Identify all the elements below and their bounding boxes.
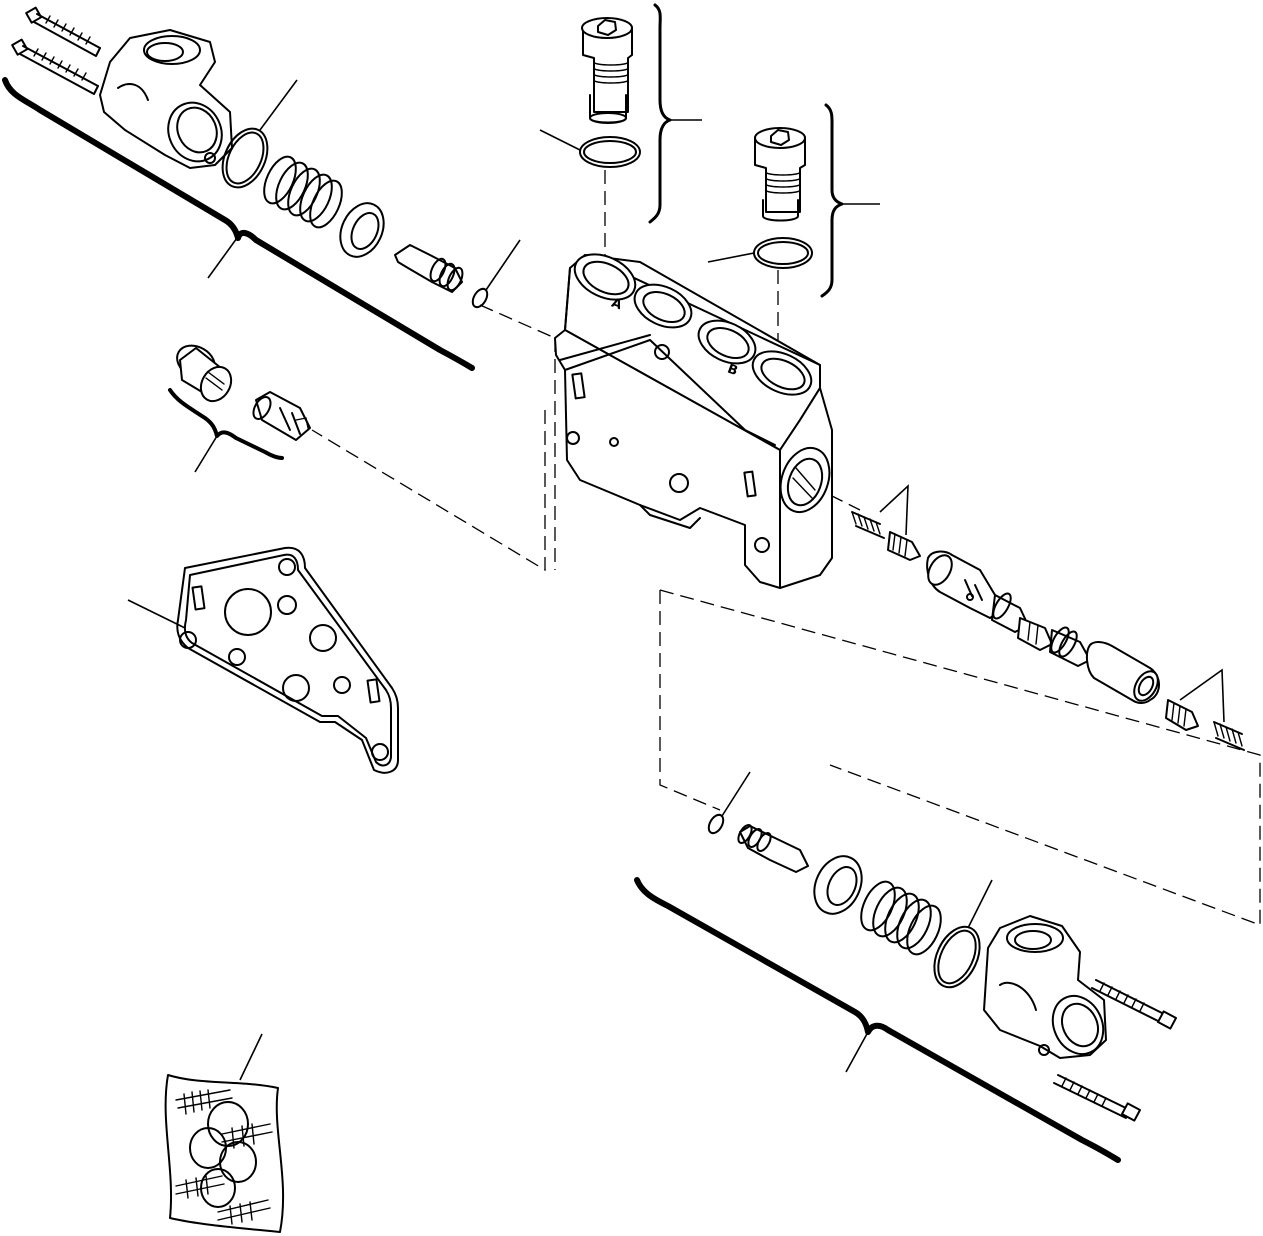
poppet-right: [737, 823, 809, 873]
poppet-left: [394, 244, 464, 293]
small-o-ring-left: [471, 287, 489, 309]
seal-kit-bag: [164, 1074, 285, 1233]
group-bracket-upper-left: [2, 77, 475, 371]
o-ring-right: [933, 925, 981, 989]
o-ring-left: [221, 127, 269, 189]
assembly-center-lines: [311, 170, 1261, 926]
relief-valve-housing-right: [983, 915, 1107, 1059]
valve-body: A B: [554, 253, 833, 589]
brace-cartridge-1: [648, 3, 672, 224]
o-ring-cartridge-1: [579, 136, 641, 168]
spring-retainer-right-upper: [887, 531, 921, 561]
brace-cartridge-2: [820, 103, 844, 298]
leader-line: [259, 79, 298, 131]
relief-valve-housing-left: [99, 29, 233, 169]
spring-left: [263, 155, 343, 229]
gasket-plate: [176, 546, 399, 774]
spring-retainer-right-lower: [1165, 699, 1199, 731]
group-bracket-plug: [168, 388, 284, 460]
port-label-a: A: [609, 296, 624, 314]
spring-small-right-upper: [851, 511, 885, 539]
port-label-b: B: [725, 362, 739, 379]
plug-left: [176, 344, 233, 403]
tie-bolts-upper-left: [11, 6, 101, 95]
check-valve-poppet: [252, 391, 311, 441]
tie-bolts-lower-right: [1053, 979, 1177, 1122]
valve-seat-right: [813, 855, 863, 915]
main-spool: [926, 550, 1160, 704]
spring-right: [860, 880, 942, 956]
valve-seat-left: [339, 202, 385, 258]
port-relief-cartridge-1: [581, 17, 633, 124]
small-o-ring-right: [707, 813, 725, 835]
spring-small-right-lower: [1213, 721, 1245, 751]
port-relief-cartridge-2: [754, 127, 806, 222]
